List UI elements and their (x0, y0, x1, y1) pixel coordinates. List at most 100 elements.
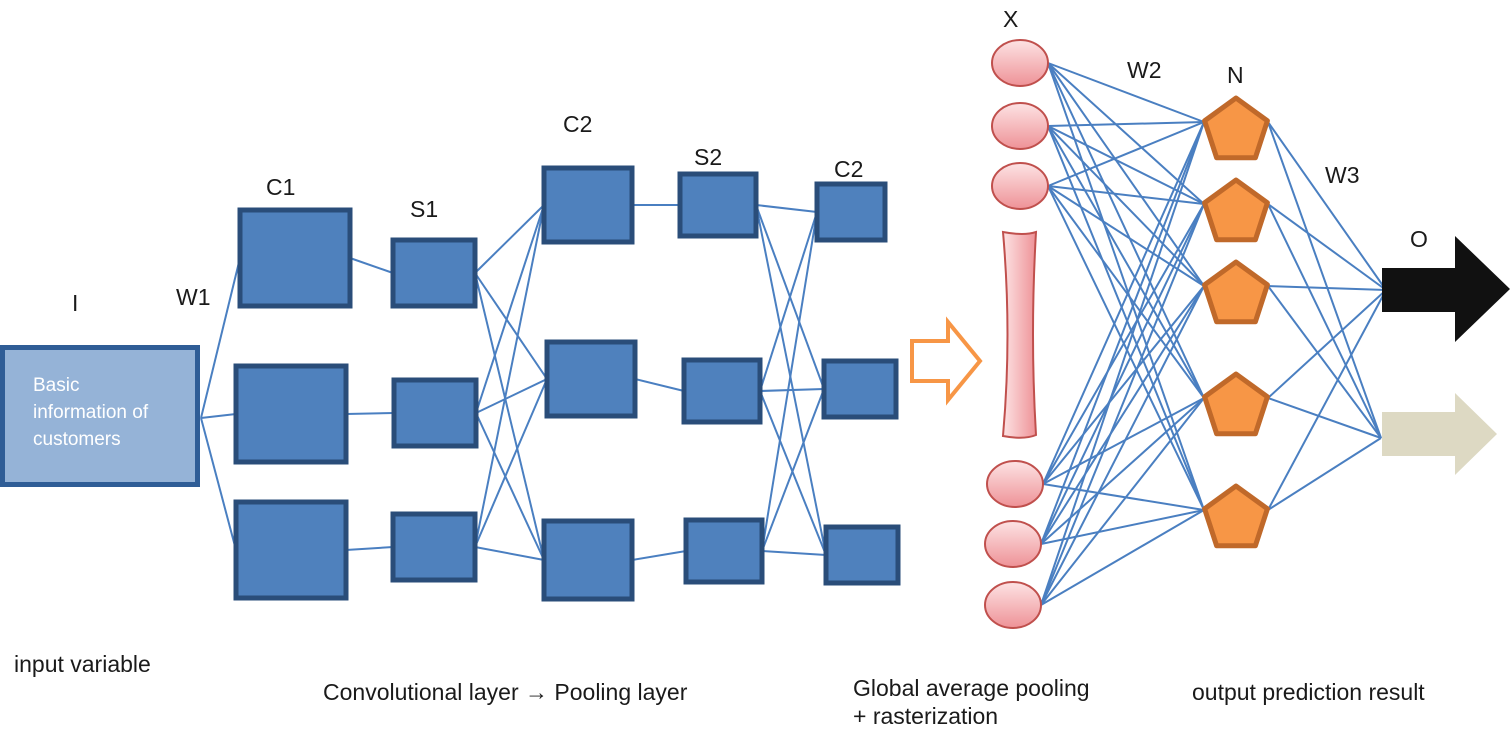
edge-x-n-3-4 (1042, 483, 1205, 511)
edge-x-n-5-2 (1040, 285, 1205, 606)
edge-x-n-3-0 (1042, 121, 1205, 485)
input-box-line-1: Basic (33, 375, 80, 396)
c2-feature-map-0 (541, 165, 635, 245)
edge-n-o-2-1 (1267, 285, 1382, 439)
label-c2-first: C2 (563, 111, 593, 137)
edge-s2-c2-1-1 (759, 388, 825, 392)
edge-x-n-4-1 (1040, 203, 1205, 545)
edge-c2-s2-1 (634, 378, 685, 392)
edge-n-o-3-1 (1267, 397, 1382, 439)
caption-conv-pooling: Convolutional layer → Pooling layer (323, 679, 688, 705)
edge-n-o-3-0 (1267, 289, 1387, 399)
label-c2-second: C2 (834, 156, 864, 182)
label-n: N (1227, 62, 1244, 88)
label-c1: C1 (266, 174, 296, 200)
edge-s1-c2-2-1 (474, 378, 548, 548)
edge-n-o-1-1 (1267, 203, 1382, 439)
c2-second-feature-map-2 (823, 524, 901, 586)
edge-s2-c2-1-2 (759, 390, 827, 556)
caption-input-variable: input variable (14, 651, 151, 677)
caption-gap-line-1: Global average pooling (853, 675, 1090, 701)
edge-x-n-2-0 (1047, 121, 1205, 187)
edge-x-n-1-3 (1047, 125, 1205, 399)
output-arrow-black-icon (1382, 236, 1510, 342)
edge-s2-c2-2-0 (761, 211, 818, 552)
n-neuron-3 (1202, 371, 1270, 437)
edge-s1-c2-0-0 (474, 204, 545, 274)
edge-x-n-2-3 (1047, 185, 1205, 399)
edge-input-c1-1 (200, 413, 237, 419)
c2-feature-map-2 (541, 518, 635, 602)
edge-x-n-5-0 (1040, 121, 1205, 606)
input-box-line-2: information of (33, 402, 149, 423)
edge-s2-c2-0-2 (755, 204, 827, 556)
x-neuron-5 (984, 581, 1042, 629)
edge-n-o-0-0 (1267, 121, 1387, 291)
edge-x-n-0-0 (1047, 62, 1205, 123)
c2-second-feature-map-0 (814, 181, 888, 243)
input-box: Basic information of customers (0, 345, 200, 487)
edge-x-n-5-1 (1040, 203, 1205, 606)
edge-s2-c2-2-2 (761, 550, 827, 556)
edge-n-o-4-1 (1267, 437, 1382, 511)
label-w2: W2 (1127, 57, 1162, 83)
s1-feature-map-2 (390, 511, 478, 583)
edge-x-n-0-4 (1047, 62, 1205, 511)
edge-s2-c2-1-0 (759, 211, 818, 392)
label-s2: S2 (694, 144, 723, 170)
edge-x-n-3-1 (1042, 203, 1205, 485)
c2-feature-map-1 (544, 339, 638, 419)
input-box-text: Basic information of customers (33, 372, 198, 453)
label-i: I (72, 290, 79, 316)
edge-c2-s2-2 (631, 550, 687, 561)
edge-x-n-5-3 (1040, 397, 1205, 606)
caption-output: output prediction result (1192, 679, 1425, 705)
edge-s2-c2-2-1 (761, 388, 825, 552)
label-o: O (1410, 226, 1428, 252)
n-neuron-1 (1202, 177, 1270, 243)
c1-feature-map-2 (233, 499, 349, 601)
input-box-line-3: customers (33, 429, 121, 450)
edge-c1-s1-1 (345, 412, 395, 415)
hollow-arrow-icon (910, 316, 983, 406)
edge-s1-c2-1-1 (475, 378, 548, 414)
x-neuron-4 (984, 520, 1042, 568)
caption-gap: Global average pooling + rasterization (853, 674, 1090, 730)
edge-s1-c2-0-1 (474, 272, 548, 380)
n-neuron-4 (1202, 483, 1270, 549)
omitted-neurons-bar (1001, 230, 1038, 439)
s1-feature-map-1 (391, 377, 479, 449)
edge-input-c1-0 (200, 257, 241, 419)
edge-x-n-4-4 (1040, 509, 1205, 545)
s2-feature-map-2 (683, 517, 765, 585)
n-neuron-0 (1202, 95, 1270, 161)
edge-n-o-1-0 (1267, 203, 1387, 291)
connection-lines (200, 62, 1387, 606)
edge-c1-s1-0 (349, 257, 394, 274)
edge-x-n-2-4 (1047, 185, 1205, 511)
c1-feature-map-0 (237, 207, 353, 309)
edge-x-n-5-4 (1040, 509, 1205, 606)
s1-feature-map-0 (390, 237, 478, 309)
c2-second-feature-map-1 (821, 358, 899, 420)
edge-s1-c2-2-2 (474, 546, 545, 561)
label-w1: W1 (176, 284, 211, 310)
output-arrow-beige-icon (1382, 393, 1497, 475)
label-w3: W3 (1325, 162, 1360, 188)
edge-x-n-4-2 (1040, 285, 1205, 545)
edge-input-c1-2 (200, 417, 237, 551)
label-s1: S1 (410, 196, 439, 222)
edge-s1-c2-1-0 (475, 204, 545, 414)
x-neuron-3 (986, 460, 1044, 508)
n-neuron-2 (1202, 259, 1270, 325)
c1-feature-map-1 (233, 363, 349, 465)
edge-s1-c2-1-2 (475, 412, 545, 561)
x-neuron-1 (991, 102, 1049, 150)
edge-n-o-4-0 (1267, 289, 1387, 511)
caption-gap-line-2: + rasterization (853, 703, 999, 729)
edge-x-n-3-2 (1042, 285, 1205, 485)
edge-x-n-4-3 (1040, 397, 1205, 545)
s2-feature-map-1 (681, 357, 763, 425)
edge-n-o-2-0 (1267, 285, 1387, 291)
